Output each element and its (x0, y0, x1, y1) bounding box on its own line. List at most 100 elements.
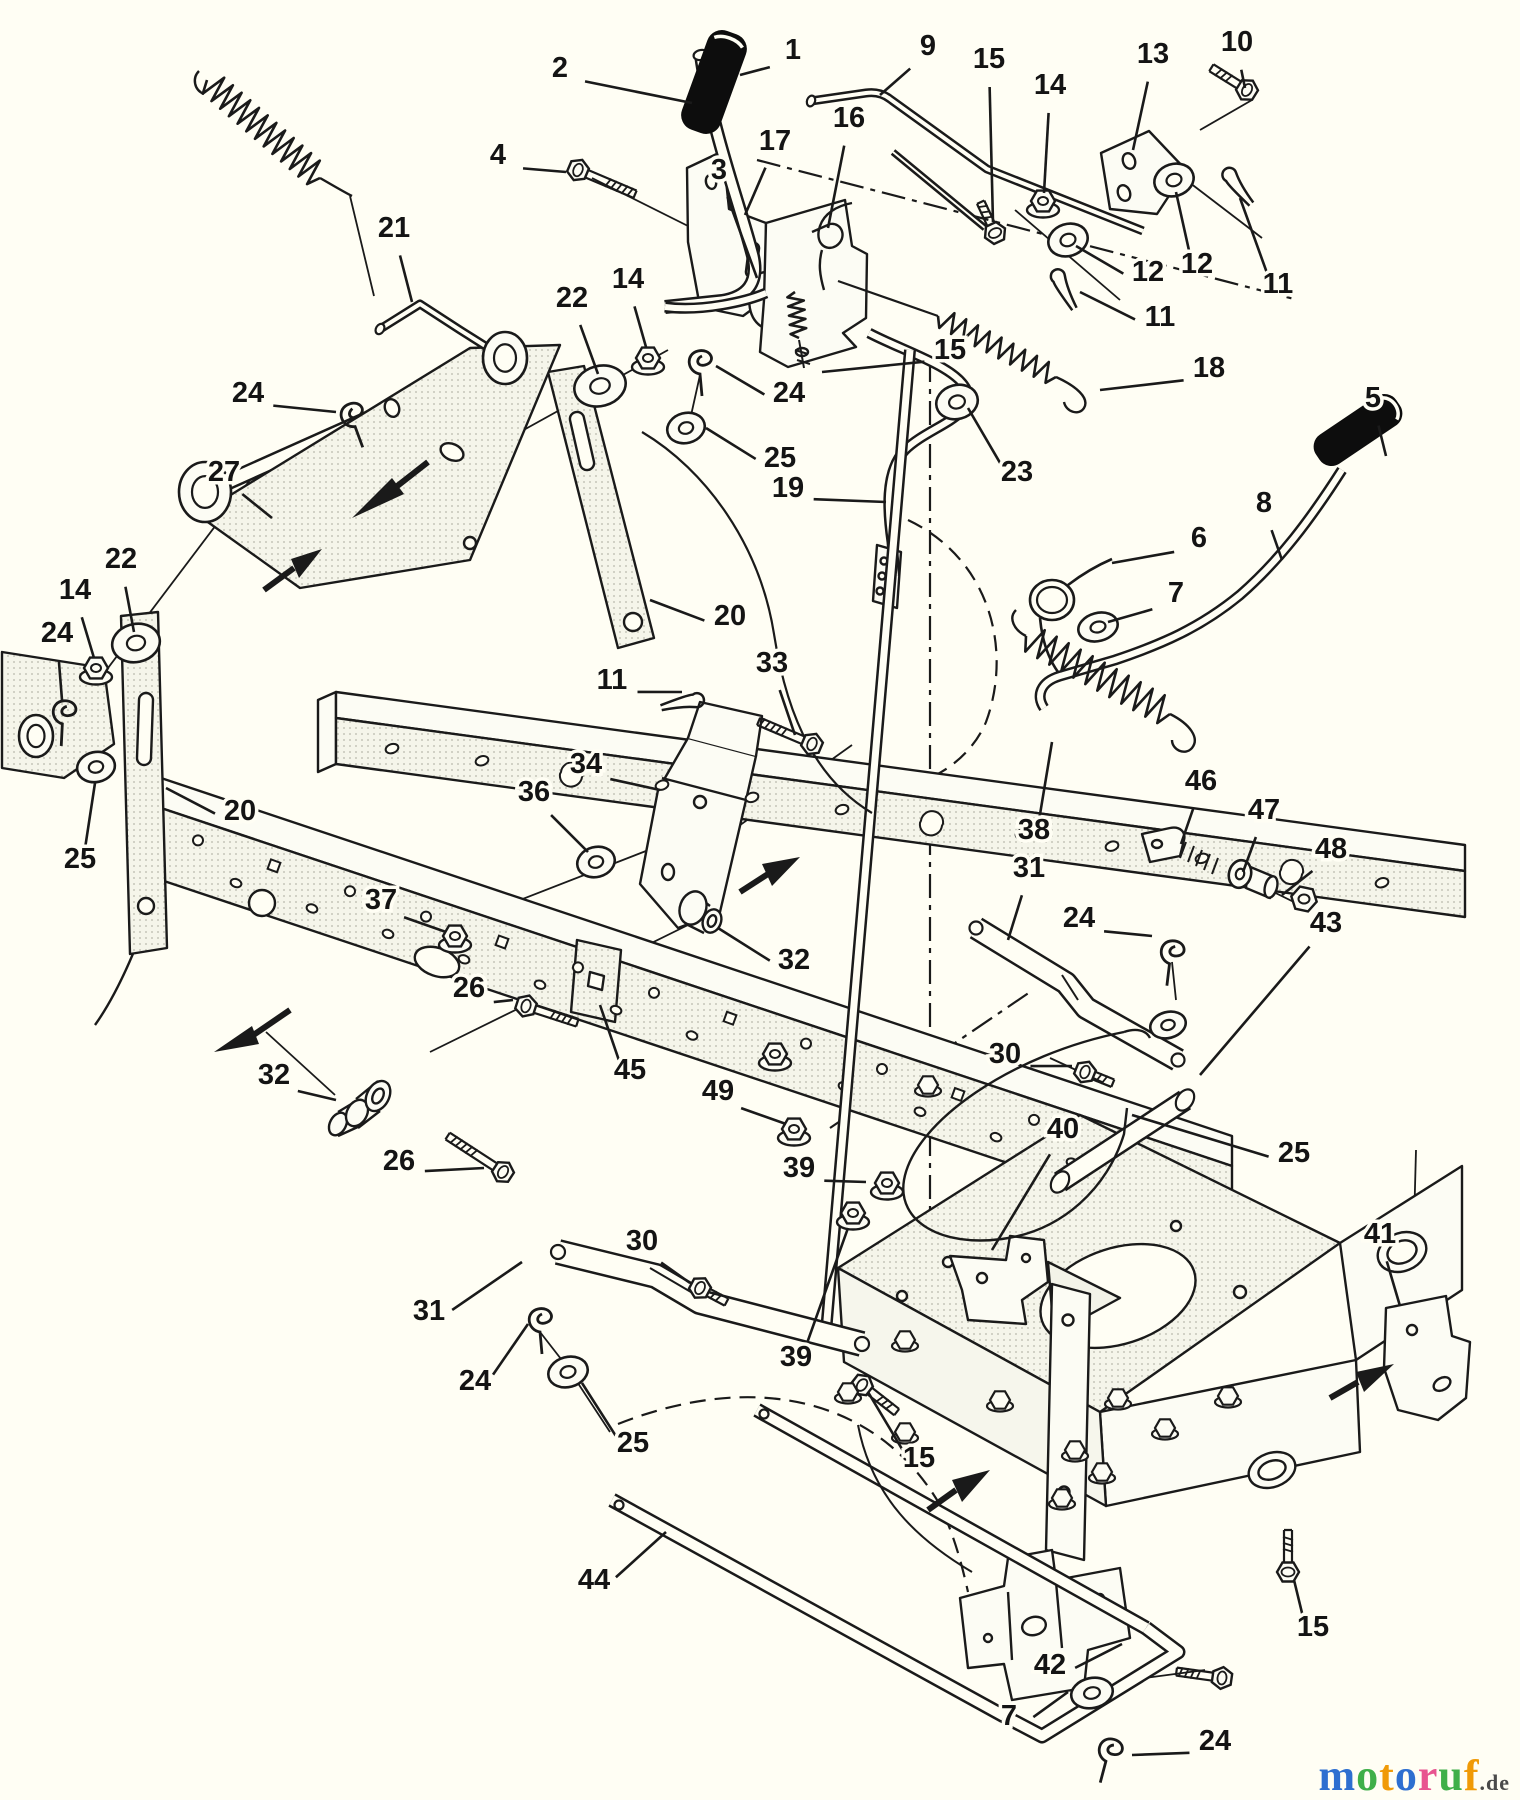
rail-square-hole (722, 1010, 738, 1026)
watermark-letter: o (1394, 1751, 1418, 1800)
line (649, 1267, 697, 1296)
bolt-head (1047, 1488, 1077, 1511)
callout-32-48: 32 (778, 944, 810, 976)
rail-square-hole (266, 858, 282, 874)
line (756, 158, 1299, 302)
line (1199, 99, 1253, 131)
leader-line-22 (124, 586, 136, 633)
rail-slot (558, 761, 585, 788)
line (1061, 974, 1079, 1001)
cotter-pin (1221, 166, 1255, 207)
console-bracket (758, 198, 869, 369)
link-hole (853, 1335, 871, 1353)
link-hole (758, 1408, 770, 1420)
callout-27-18: 27 (208, 456, 240, 488)
rail-hole (800, 1037, 812, 1050)
callout-24-32: 24 (41, 617, 73, 649)
leader-line-46 (1179, 807, 1195, 845)
leader-line-14 (633, 306, 648, 348)
leader-line-21 (398, 255, 414, 303)
hex-bolt (444, 1131, 516, 1184)
leader-line-38 (1038, 741, 1054, 819)
leader-line-14 (80, 616, 96, 659)
callout-2-1: 2 (552, 52, 568, 84)
callout-9-6: 9 (920, 30, 936, 62)
leader-line-15 (866, 1391, 904, 1452)
leader-line-32 (717, 926, 771, 962)
callout-39-63: 39 (780, 1341, 812, 1373)
callout-39-52: 39 (783, 1152, 815, 1184)
line (1123, 1028, 1152, 1039)
leader-line-19 (813, 497, 887, 504)
tube-end (1049, 1170, 1071, 1194)
line (1038, 617, 1060, 673)
leader-line-26 (493, 998, 514, 1004)
hex-bolt (513, 994, 580, 1028)
callout-31-60: 31 (413, 1295, 445, 1327)
leader-line-2 (584, 80, 693, 105)
hex-bolt (1208, 63, 1260, 101)
callout-24-21: 24 (773, 377, 805, 409)
leader-line-39 (824, 1179, 867, 1184)
leader-line-25 (83, 782, 97, 848)
flange-nut (437, 924, 473, 954)
watermark-letter: t (1379, 1751, 1395, 1800)
rail-hole (654, 779, 670, 791)
leader-line-9 (879, 67, 912, 96)
callout-15-64: 15 (903, 1442, 935, 1474)
washer (575, 845, 617, 879)
leader-line-16 (826, 145, 846, 229)
leader-line-27 (241, 493, 273, 520)
callout-40-54: 40 (1047, 1113, 1079, 1145)
adjuster-link (1140, 826, 1186, 864)
callout-7-29: 7 (1168, 577, 1184, 609)
coil-spring (201, 76, 322, 186)
callout-15-15: 15 (934, 334, 966, 366)
leader-line-45 (598, 1004, 621, 1061)
lift-handle-grip (1313, 394, 1403, 466)
leader-line-40 (990, 1153, 1052, 1251)
link-hole (549, 1243, 567, 1261)
hairpin-cotter (687, 349, 713, 397)
rail-square-hole (950, 1086, 966, 1103)
cotter-pin (1049, 268, 1078, 311)
direction-arrow (352, 478, 404, 518)
leader-line-48 (1281, 869, 1314, 897)
coil-spring (936, 311, 1057, 385)
hex-bolt (756, 716, 825, 756)
tubes-layer (17, 48, 1347, 1744)
callout-11-13: 11 (1263, 268, 1294, 300)
callout-17-4: 17 (759, 125, 791, 157)
rail-hole (457, 954, 471, 965)
flange-nut (78, 656, 114, 686)
callout-6-28: 6 (1191, 522, 1207, 554)
hex-bolt (976, 199, 1007, 246)
link-hole (1170, 1052, 1186, 1068)
callout-24-46: 24 (1063, 902, 1095, 934)
bolt-head (890, 1330, 920, 1353)
rail-hole (229, 877, 243, 889)
leader-line-25 (580, 1382, 617, 1437)
lift-handle (1034, 467, 1347, 712)
line (1179, 841, 1219, 875)
callout-25-22: 25 (764, 442, 796, 474)
callout-45-50: 45 (614, 1054, 646, 1086)
callout-25-55: 25 (1278, 1137, 1310, 1169)
torsion-spring (1028, 578, 1076, 622)
leader-line-24 (715, 364, 766, 396)
hairpin-cotter (339, 401, 365, 448)
callout-26-49: 26 (453, 972, 485, 1004)
rail-slot (1278, 858, 1305, 886)
washer (1077, 611, 1119, 643)
leader-line-15 (821, 360, 925, 374)
callout-24-17: 24 (232, 377, 264, 409)
rail-hole (1028, 1113, 1040, 1126)
trunnion (1244, 864, 1279, 900)
leader-line-49 (740, 1106, 787, 1126)
frame-rail-upper (316, 690, 1467, 919)
callout-25-62: 25 (617, 1427, 649, 1459)
hex-bolt (687, 1277, 730, 1307)
line (1171, 961, 1177, 1001)
